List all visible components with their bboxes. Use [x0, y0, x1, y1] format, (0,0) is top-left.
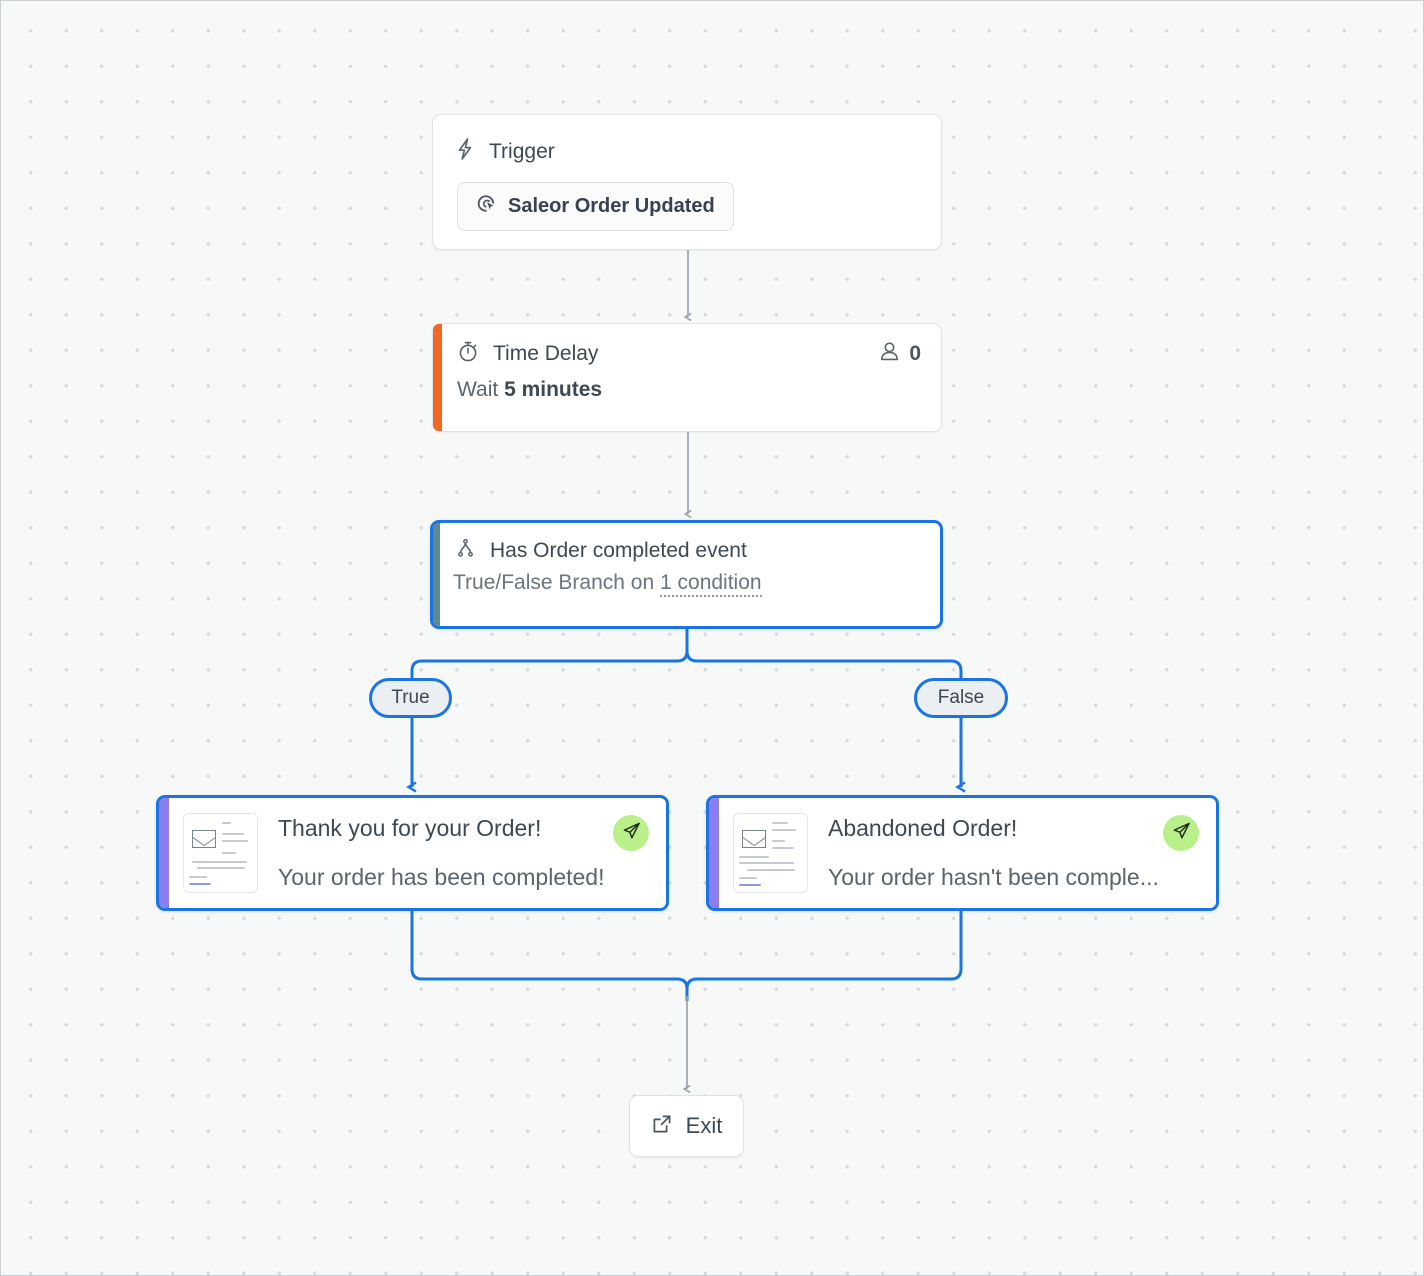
branch-condition-link[interactable]: 1 condition [660, 571, 762, 597]
email-preview: Your order hasn't been comple... [828, 864, 1159, 890]
delay-people-count: 0 [879, 340, 921, 368]
email-preview: Your order has been completed! [278, 864, 605, 890]
branch-accent-bar [433, 523, 440, 626]
external-link-icon [651, 1113, 673, 1140]
person-icon [879, 340, 900, 368]
email-text-block: Thank you for your Order! Your order has… [278, 815, 666, 891]
email-accent-bar [709, 798, 719, 908]
branch-title: Has Order completed event [490, 538, 747, 562]
email-accent-bar [159, 798, 169, 908]
branch-fork-icon [455, 537, 476, 564]
trigger-source-label: Saleor Order Updated [508, 195, 715, 217]
branch-label-true-text: True [391, 687, 430, 708]
email-thumbnail-preview [733, 813, 808, 893]
delay-wait-value: 5 minutes [504, 378, 603, 401]
email-envelope-icon [742, 830, 766, 848]
edge-branch-to-true [410, 629, 689, 678]
trigger-node[interactable]: Trigger Saleor Order Updated [432, 114, 942, 250]
email-node-abandoned[interactable]: Abandoned Order! Your order hasn't been … [706, 795, 1219, 911]
delay-accent-bar [433, 324, 442, 431]
exit-label: Exit [685, 1113, 723, 1138]
time-delay-node[interactable]: Time Delay 0 Wait 5 minutes [432, 323, 942, 432]
edge-branch-to-false [685, 629, 963, 678]
lightning-bolt-icon [455, 137, 475, 166]
email-subject: Thank you for your Order! [278, 815, 542, 841]
paper-plane-icon [1171, 820, 1192, 846]
branch-label-false-text: False [937, 687, 985, 708]
email-thumbnail-preview [183, 813, 258, 893]
paper-plane-icon [621, 820, 642, 846]
delay-wait-text: Wait 5 minutes [433, 368, 941, 402]
saleor-cursor-icon [476, 193, 497, 220]
email-envelope-icon [192, 830, 216, 848]
trigger-header: Trigger [433, 115, 941, 166]
email-subject: Abandoned Order! [828, 815, 1018, 841]
edge-email-false-to-merge [685, 911, 963, 1001]
branch-label-false[interactable]: False [914, 678, 1008, 718]
edge-email-true-to-merge [410, 911, 689, 1001]
send-status-badge [613, 815, 649, 851]
branch-condition-node[interactable]: Has Order completed event True/False Bra… [430, 520, 943, 629]
branch-label-true[interactable]: True [369, 678, 452, 718]
email-node-thank-you[interactable]: Thank you for your Order! Your order has… [156, 795, 669, 911]
delay-header: Time Delay 0 [433, 324, 941, 368]
send-status-badge [1163, 815, 1199, 851]
email-text-block: Abandoned Order! Your order hasn't been … [828, 815, 1216, 891]
trigger-title: Trigger [489, 139, 555, 163]
delay-count-value: 0 [909, 342, 921, 365]
trigger-source-chip[interactable]: Saleor Order Updated [457, 182, 734, 231]
stopwatch-icon [457, 340, 479, 368]
branch-header: Has Order completed event [433, 523, 940, 564]
exit-node[interactable]: Exit [629, 1095, 744, 1157]
branch-subtitle-prefix: True/False Branch on [453, 571, 655, 594]
delay-title: Time Delay [493, 342, 599, 365]
delay-wait-prefix: Wait [457, 378, 499, 401]
branch-subtitle: True/False Branch on 1 condition [433, 564, 940, 597]
